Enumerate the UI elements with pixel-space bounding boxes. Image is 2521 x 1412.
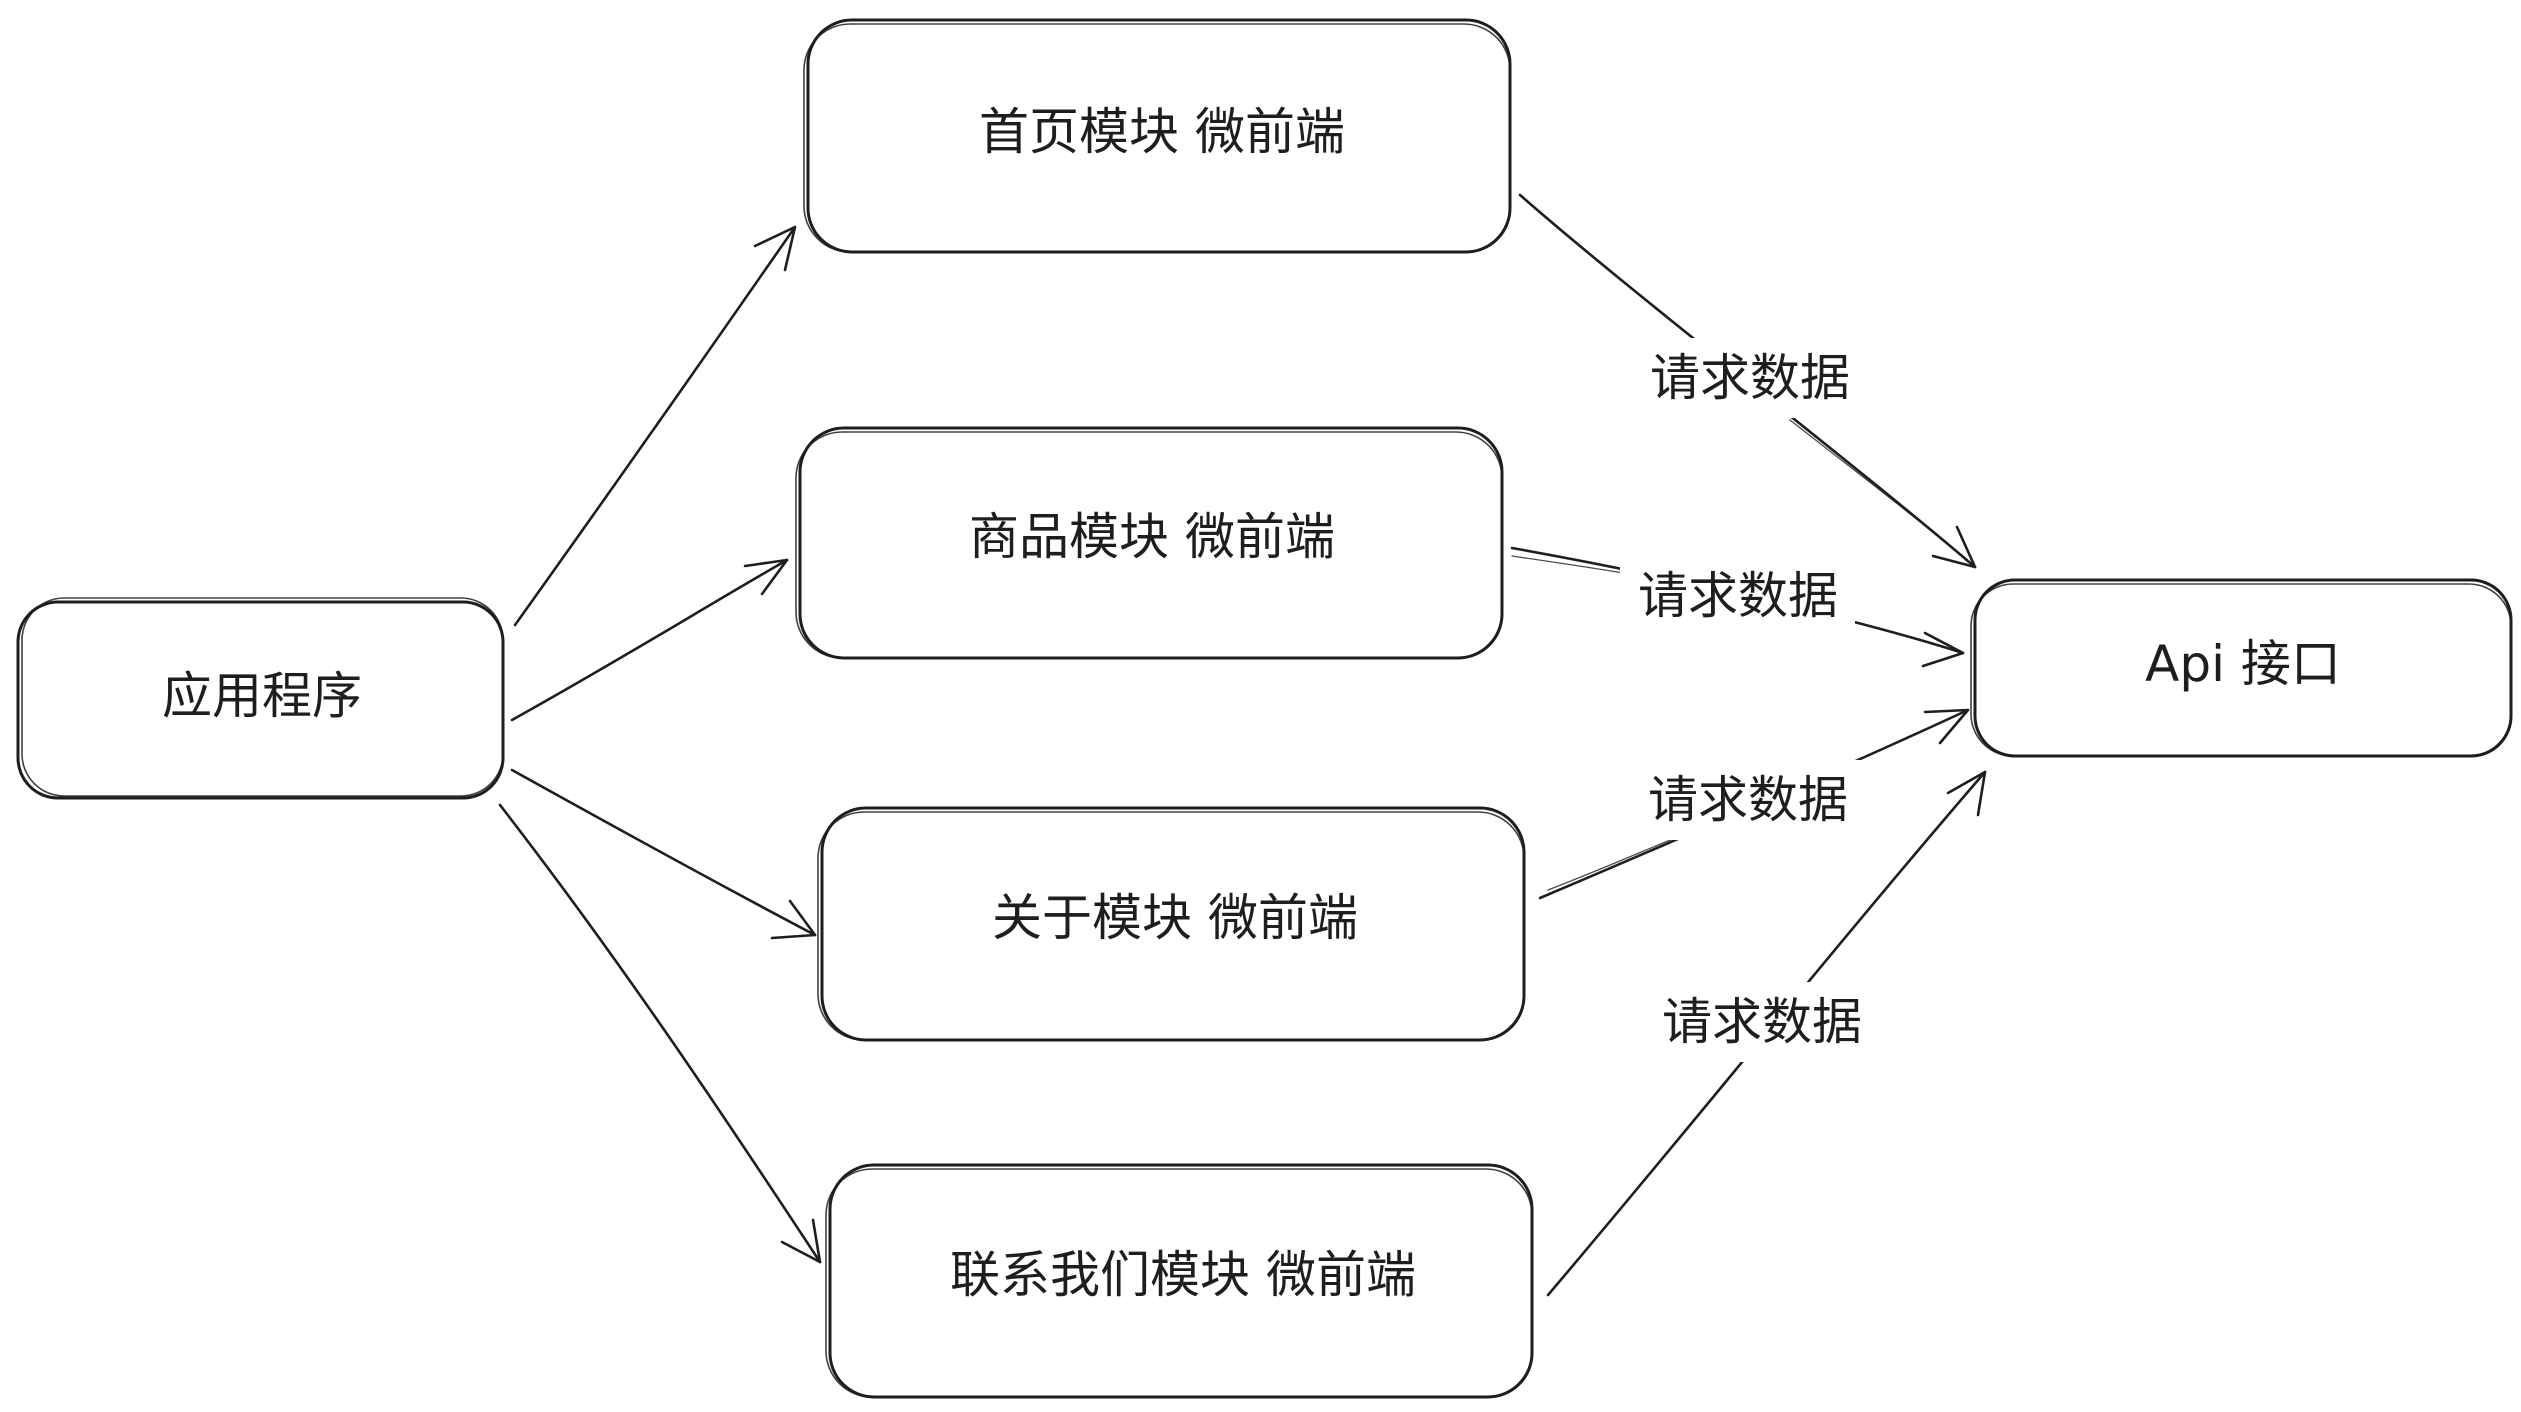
- node-about: 关于模块 微前端: [817, 806, 1526, 1042]
- node-home: 首页模块 微前端: [803, 18, 1512, 254]
- edge-app-to-home: [513, 225, 797, 627]
- node-api-label: Api 接口: [2145, 635, 2341, 693]
- edge-app-to-contact: [498, 803, 822, 1264]
- edge-label-home: 请求数据: [1632, 338, 1867, 418]
- node-app: 应用程序: [16, 597, 505, 800]
- edge-label-goods-text: 请求数据: [1638, 567, 1838, 625]
- node-contact: 联系我们模块 微前端: [825, 1163, 1534, 1399]
- edge-label-home-text: 请求数据: [1650, 349, 1850, 407]
- node-goods: 商品模块 微前端: [795, 426, 1504, 660]
- node-api: Api 接口: [1970, 578, 2513, 758]
- edge-label-about: 请求数据: [1630, 760, 1865, 840]
- edge-label-goods: 请求数据: [1620, 556, 1855, 636]
- node-about-label: 关于模块 微前端: [992, 889, 1358, 947]
- edge-app-to-about: [510, 768, 817, 940]
- node-goods-label: 商品模块 微前端: [969, 508, 1335, 566]
- edge-label-about-text: 请求数据: [1648, 771, 1848, 829]
- edge-app-to-goods: [510, 558, 789, 722]
- edge-label-contact-text: 请求数据: [1662, 993, 1862, 1051]
- node-contact-label: 联系我们模块 微前端: [950, 1246, 1416, 1304]
- node-app-label: 应用程序: [162, 667, 362, 725]
- edge-label-contact: 请求数据: [1644, 982, 1879, 1062]
- node-home-label: 首页模块 微前端: [979, 103, 1345, 161]
